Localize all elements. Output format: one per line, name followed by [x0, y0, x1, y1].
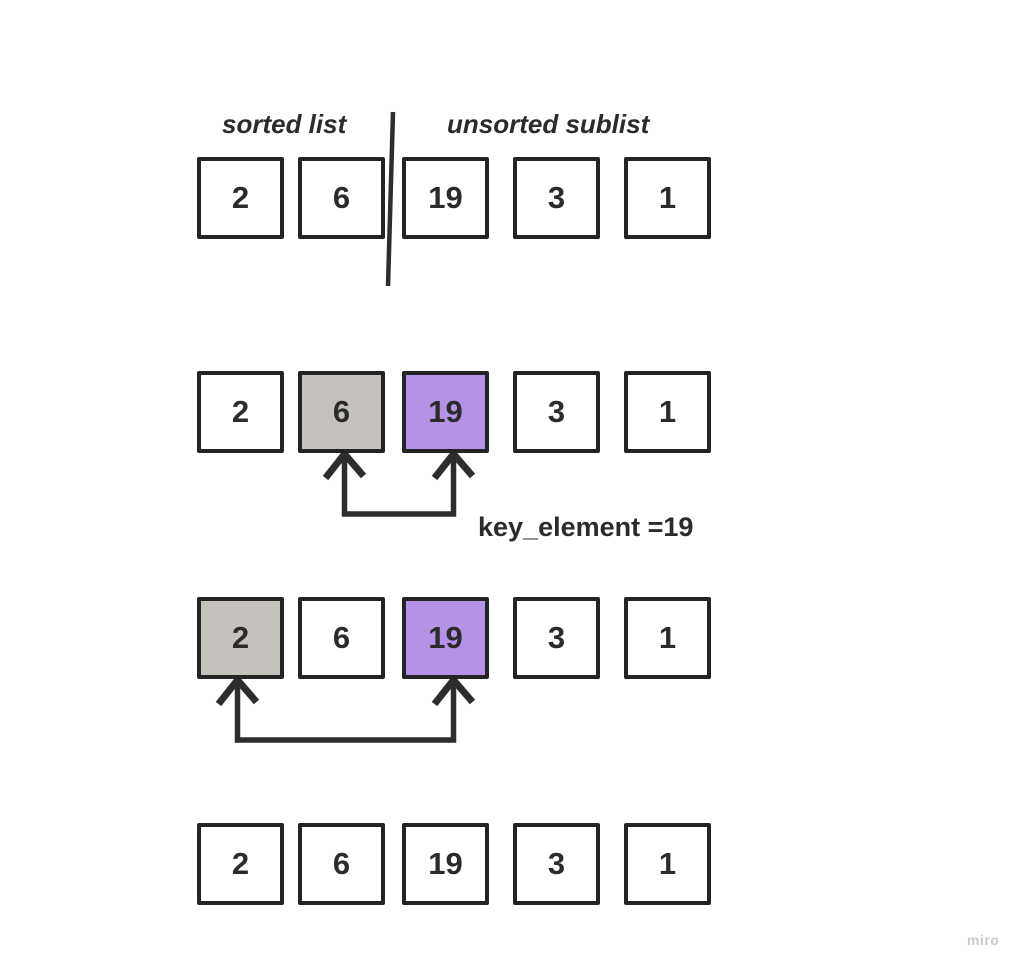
cell-value: 19	[428, 180, 463, 215]
arrowhead-up-icon	[431, 674, 476, 707]
list-cell-result-3: 3	[513, 823, 600, 905]
list-cell-result-1: 6	[298, 823, 385, 905]
list-cell-initial-split-1: 6	[298, 157, 385, 239]
cell-value: 2	[231, 394, 250, 429]
list-cell-compare-6-19-0: 2	[197, 371, 284, 453]
cell-value: 3	[547, 394, 566, 429]
unsorted-sublist-label: unsorted sublist	[447, 109, 650, 139]
key-element-label: key_element =19	[478, 512, 694, 542]
cell-value: 1	[658, 180, 677, 215]
cell-value: 2	[231, 620, 250, 655]
cell-value: 6	[332, 846, 351, 881]
cell-value: 2	[231, 180, 250, 215]
list-cell-result-0: 2	[197, 823, 284, 905]
arrowhead-up-icon	[322, 448, 367, 481]
list-cell-initial-split-3: 3	[513, 157, 600, 239]
arrowhead-up-icon	[215, 674, 260, 707]
cell-value: 1	[658, 394, 677, 429]
cell-value: 19	[428, 620, 463, 655]
list-cell-compare-2-19-0: 2	[197, 597, 284, 679]
list-cell-initial-split-0: 2	[197, 157, 284, 239]
list-cell-compare-2-19-2: 19	[402, 597, 489, 679]
list-cell-compare-6-19-4: 1	[624, 371, 711, 453]
sorted-list-label: sorted list	[222, 109, 347, 139]
cell-value: 19	[428, 846, 463, 881]
list-cell-compare-6-19-3: 3	[513, 371, 600, 453]
list-cell-compare-6-19-2: 19	[402, 371, 489, 453]
list-cell-compare-6-19-1: 6	[298, 371, 385, 453]
cell-value: 6	[332, 394, 351, 429]
cell-value: 6	[332, 620, 351, 655]
list-cell-compare-2-19-3: 3	[513, 597, 600, 679]
list-cell-initial-split-4: 1	[624, 157, 711, 239]
cell-value: 2	[231, 846, 250, 881]
divider-line	[385, 111, 396, 287]
cell-value: 1	[658, 846, 677, 881]
cell-value: 19	[428, 394, 463, 429]
miro-watermark: miro	[967, 932, 1000, 948]
list-cell-result-2: 19	[402, 823, 489, 905]
swap-arrow-connector	[341, 457, 457, 517]
arrowhead-up-icon	[431, 448, 476, 481]
cell-value: 3	[547, 846, 566, 881]
list-cell-result-4: 1	[624, 823, 711, 905]
cell-value: 3	[547, 620, 566, 655]
cell-value: 6	[332, 180, 351, 215]
cell-value: 3	[547, 180, 566, 215]
list-cell-initial-split-2: 19	[402, 157, 489, 239]
list-cell-compare-2-19-1: 6	[298, 597, 385, 679]
list-cell-compare-2-19-4: 1	[624, 597, 711, 679]
swap-arrow-connector	[234, 683, 457, 743]
cell-value: 1	[658, 620, 677, 655]
